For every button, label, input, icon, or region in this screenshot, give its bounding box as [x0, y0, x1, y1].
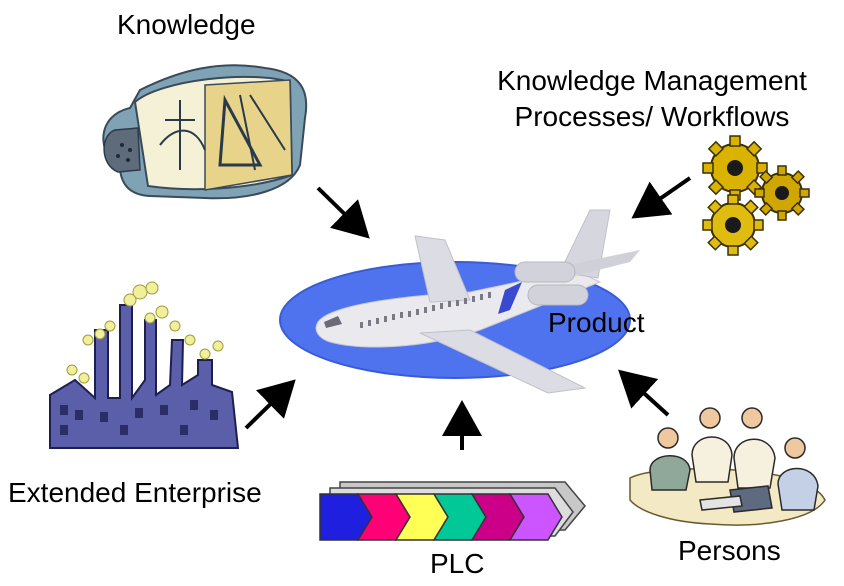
arrow-enterprise-to-product: [244, 379, 296, 430]
knowledge-label: Knowledge: [117, 9, 256, 40]
product-label: Product: [548, 307, 645, 338]
plc-chevron-group: [319, 493, 563, 541]
factory-icon: [49, 281, 240, 449]
km-label-line1: Knowledge Management: [497, 65, 807, 96]
arrow-knowledge-to-product: [316, 186, 370, 239]
arrow-persons-to-product: [618, 369, 670, 417]
plc-label: PLC: [430, 548, 485, 579]
airplane-icon: [279, 209, 640, 394]
arrow-km-to-product: [631, 176, 692, 219]
persons-label: Persons: [678, 535, 781, 566]
extended-enterprise-label: Extended Enterprise: [8, 477, 262, 508]
gears-icon: [702, 135, 810, 256]
people-meeting-icon: [629, 407, 826, 526]
km-label-line2: Processes/ Workflows: [514, 101, 790, 132]
plc-chevron-6: [508, 493, 563, 541]
blueprint-drawing-icon: [102, 64, 308, 200]
